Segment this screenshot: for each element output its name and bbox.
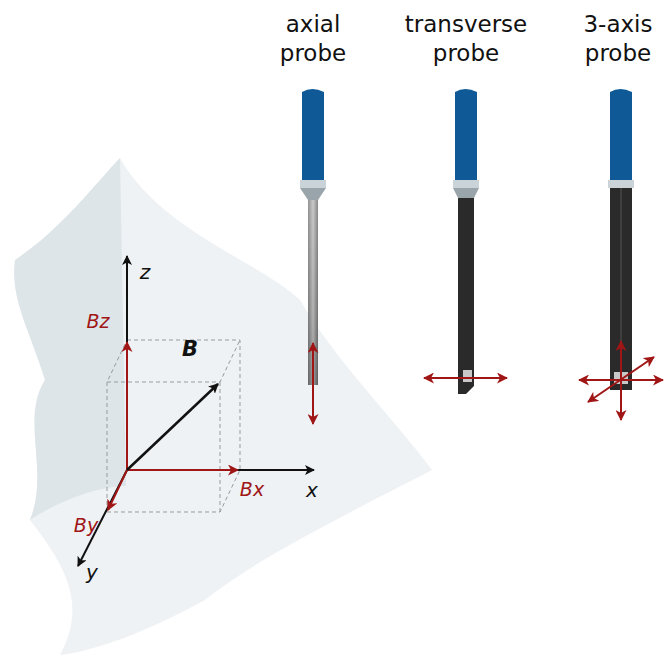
axial-probe	[300, 89, 326, 424]
axis-label: z	[140, 260, 151, 285]
component-label: Bx	[240, 478, 264, 502]
axis-label: x	[306, 478, 318, 503]
component-label: Bz	[86, 310, 109, 334]
component-box	[107, 340, 240, 512]
three-axis-probe	[579, 89, 663, 420]
surface	[14, 158, 432, 655]
probe-title: transverse probe	[391, 10, 541, 68]
field-components	[108, 342, 238, 510]
component-label: By	[74, 514, 98, 538]
axis-label: y	[86, 560, 98, 585]
vector-label: B	[182, 336, 198, 362]
probe-title: axial probe	[263, 10, 363, 68]
transverse-probe	[424, 89, 507, 394]
axes	[78, 256, 314, 566]
probe-title: 3-axis probe	[568, 10, 668, 68]
field-vector	[127, 384, 218, 470]
